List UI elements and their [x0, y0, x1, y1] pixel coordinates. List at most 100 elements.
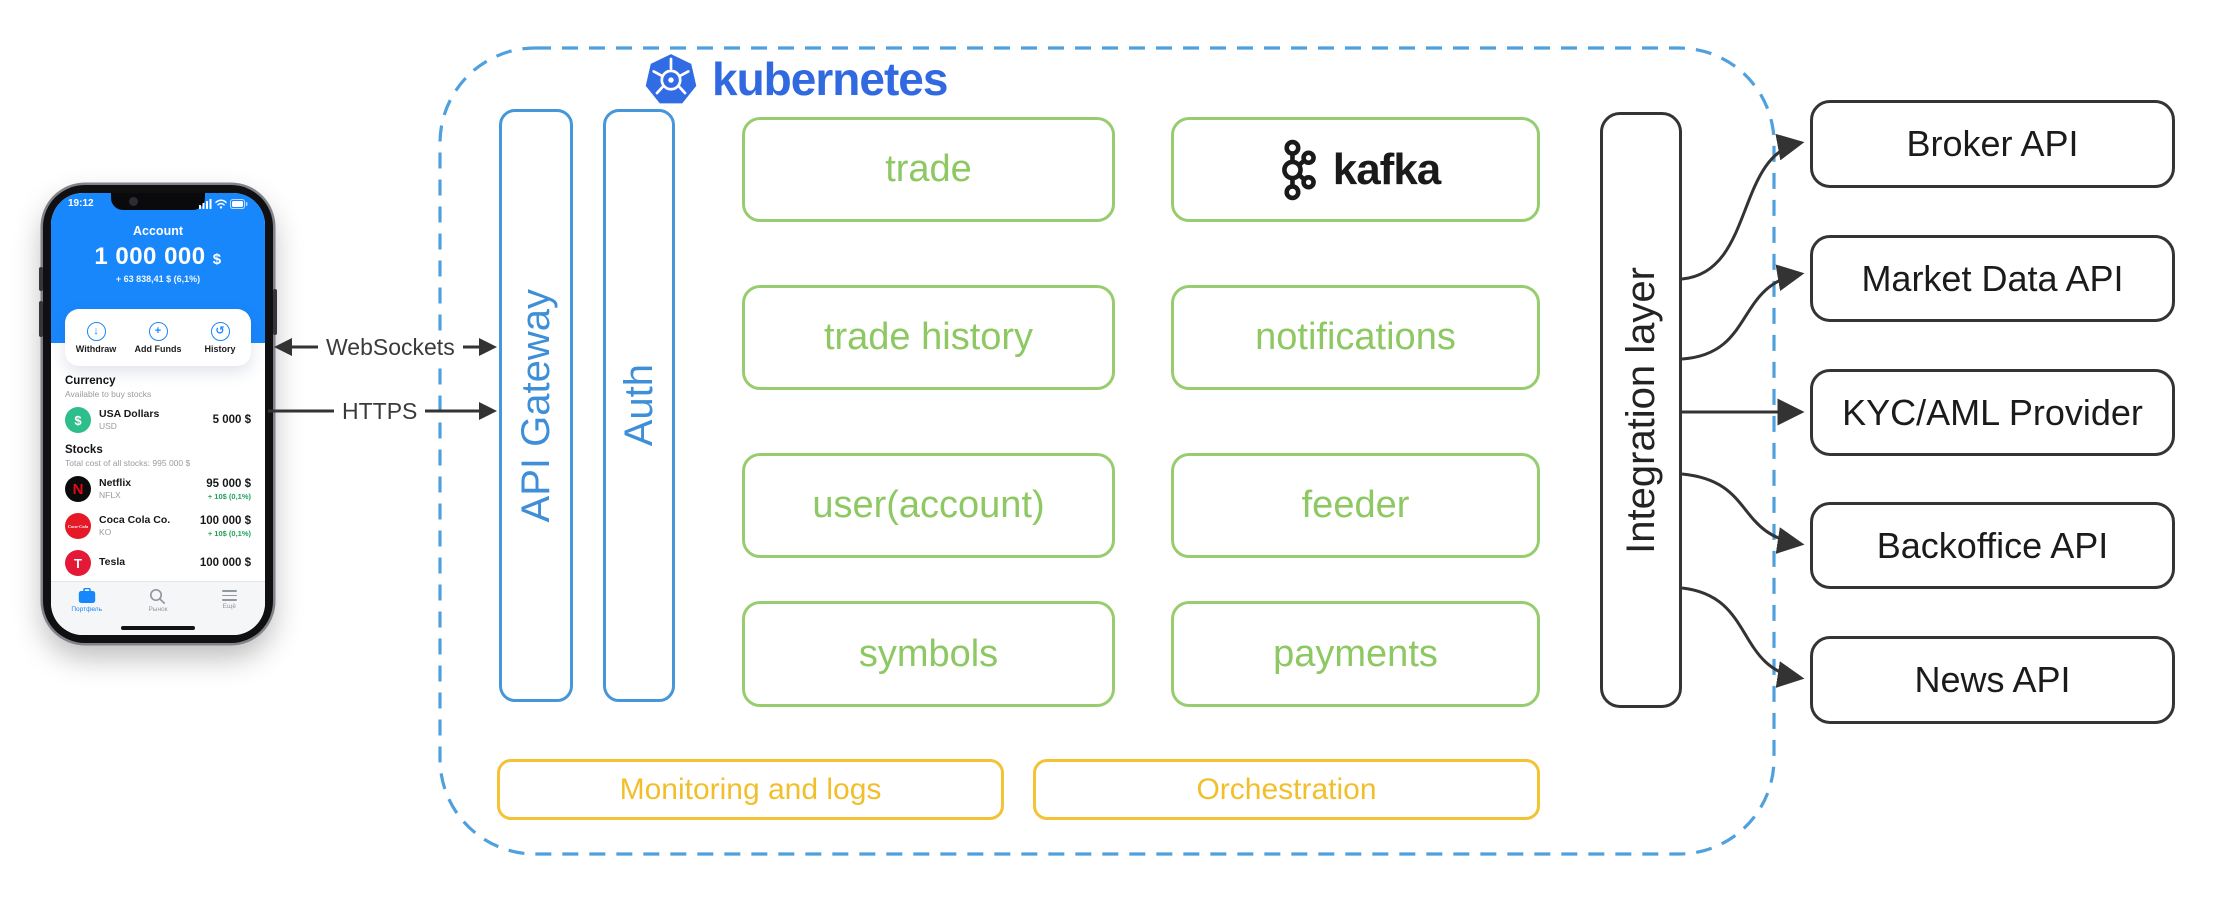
news-api-label: News API	[1914, 659, 2071, 700]
service-payments-label: payments	[1273, 632, 1438, 675]
balance-currency: $	[212, 251, 222, 268]
history-label: History	[204, 343, 236, 354]
monitoring-logs-box: Monitoring and logs	[497, 759, 1004, 820]
service-feeder-box: feeder	[1171, 453, 1540, 558]
api-gateway-box: API Gateway	[499, 109, 573, 702]
phone-volume-down-button	[39, 301, 43, 337]
service-notifications-box: notifications	[1171, 285, 1540, 390]
stock-value: 100 000 $	[199, 556, 251, 569]
auth-label: Auth	[616, 364, 661, 447]
briefcase-icon	[78, 588, 95, 603]
phone-mockup: 19:12	[39, 185, 277, 643]
monitoring-logs-label: Monitoring and logs	[619, 772, 882, 806]
phone-screen: 19:12	[51, 193, 265, 635]
api-gateway-label: API Gateway	[513, 288, 558, 523]
integration-layer-box: Integration layer	[1600, 112, 1682, 708]
tab-more[interactable]: Ещё	[194, 588, 265, 635]
stock-name: Coca Cola Co.	[99, 514, 171, 527]
withdraw-icon: ↓	[86, 321, 106, 341]
stocks-section-subtitle: Total cost of all stocks: 995 000 $	[65, 458, 191, 468]
kyc-aml-provider-label: KYC/AML Provider	[1842, 391, 2143, 433]
stock-change: + 10$ (0,1%)	[207, 528, 251, 538]
orchestration-label: Orchestration	[1196, 772, 1377, 806]
broker-api-label: Broker API	[1906, 123, 2079, 164]
history-icon: ↺	[210, 321, 230, 341]
list-item-netflix[interactable]: N Netflix NFLX 95 000 $ + 10$ (0,1%)	[65, 476, 251, 502]
currency-name: USA Dollars	[99, 408, 160, 421]
add-funds-button[interactable]: + Add Funds	[127, 309, 189, 366]
list-item-cocacola[interactable]: Coca-Cola Coca Cola Co. KO 100 000 $ + 1…	[65, 513, 251, 539]
menu-icon	[221, 588, 237, 601]
service-user-account-box: user(account)	[742, 453, 1115, 558]
status-time: 19:12	[68, 198, 94, 209]
orchestration-box: Orchestration	[1033, 759, 1540, 820]
news-api-box: News API	[1810, 636, 2175, 724]
tab-portfolio-label: Портфель	[71, 606, 102, 613]
tab-market-label: Рынок	[148, 606, 168, 613]
kubernetes-logo-icon	[645, 54, 697, 104]
home-indicator	[121, 626, 195, 630]
tab-market[interactable]: Рынок	[122, 588, 193, 635]
https-label: HTTPS	[334, 398, 426, 425]
service-trade-history-label: trade history	[823, 316, 1034, 358]
service-trade-history-box: trade history	[742, 285, 1115, 390]
phone-power-button	[273, 289, 277, 335]
service-trade-label: trade	[885, 148, 972, 190]
kafka-logo-icon	[1281, 139, 1316, 200]
dollar-icon: $	[65, 407, 91, 433]
quick-actions-card: ↓ Withdraw + Add Funds ↺ History	[65, 309, 251, 366]
stock-change: + 10$ (0,1%)	[207, 491, 251, 501]
arrow-to-news-api	[1681, 586, 1805, 688]
arrow-to-backoffice-api	[1681, 472, 1805, 554]
stock-name: Tesla	[99, 556, 126, 569]
stock-value: 100 000 $	[199, 514, 251, 527]
tesla-icon: T	[65, 550, 91, 576]
kafka-label: kafka	[1332, 144, 1442, 194]
page-title: Account	[133, 224, 183, 238]
backoffice-api-label: Backoffice API	[1876, 524, 2109, 566]
withdraw-label: Withdraw	[75, 343, 117, 354]
cellular-signal-icon	[199, 198, 212, 209]
wifi-icon	[215, 199, 227, 209]
service-symbols-box: symbols	[742, 601, 1115, 707]
phone-volume-up-button	[39, 267, 43, 291]
service-payments-box: payments	[1171, 601, 1540, 707]
list-item-usd[interactable]: $ USA Dollars USD 5 000 $	[65, 407, 251, 433]
arrow-to-market-data-api	[1681, 264, 1805, 361]
service-user-account-label: user(account)	[812, 484, 1045, 526]
currency-value: 5 000 $	[212, 413, 251, 426]
withdraw-button[interactable]: ↓ Withdraw	[65, 309, 127, 366]
backoffice-api-box: Backoffice API	[1810, 502, 2175, 589]
assets-list: Currency Available to buy stocks $ USA D…	[65, 375, 251, 587]
balance-change: + 63 838,41 $ (6,1%)	[115, 274, 201, 284]
currency-section-title: Currency	[65, 375, 116, 387]
integration-layer-label: Integration layer	[1618, 266, 1663, 554]
status-bar: 19:12	[51, 198, 265, 209]
broker-api-box: Broker API	[1810, 100, 2175, 188]
service-trade-box: trade	[742, 117, 1115, 222]
websockets-arrowhead-right	[479, 338, 497, 356]
currency-section-subtitle: Available to buy stocks	[65, 389, 152, 399]
kyc-aml-provider-box: KYC/AML Provider	[1810, 369, 2175, 456]
phone-notch	[111, 193, 205, 210]
market-data-api-box: Market Data API	[1810, 235, 2175, 322]
search-icon	[150, 588, 166, 604]
stock-value: 95 000 $	[206, 477, 251, 490]
cocacola-icon: Coca-Cola	[65, 513, 91, 539]
kubernetes-wordmark: kubernetes	[712, 53, 948, 105]
tab-portfolio[interactable]: Портфель	[51, 588, 122, 635]
account-balance: 1 000 000 $	[51, 243, 265, 271]
history-button[interactable]: ↺ History	[189, 309, 251, 366]
websockets-arrowhead-left	[274, 338, 292, 356]
currency-ticker: USD	[99, 421, 117, 432]
websockets-label: WebSockets	[318, 334, 463, 361]
battery-icon	[230, 198, 248, 209]
add-funds-icon: +	[148, 321, 168, 341]
stock-ticker: KO	[99, 527, 112, 538]
list-item-tesla[interactable]: T Tesla 100 000 $	[65, 550, 251, 576]
tab-more-label: Ещё	[222, 603, 236, 610]
service-feeder-label: feeder	[1301, 484, 1410, 526]
stock-name: Netflix	[99, 477, 132, 490]
https-arrowhead	[479, 402, 497, 420]
